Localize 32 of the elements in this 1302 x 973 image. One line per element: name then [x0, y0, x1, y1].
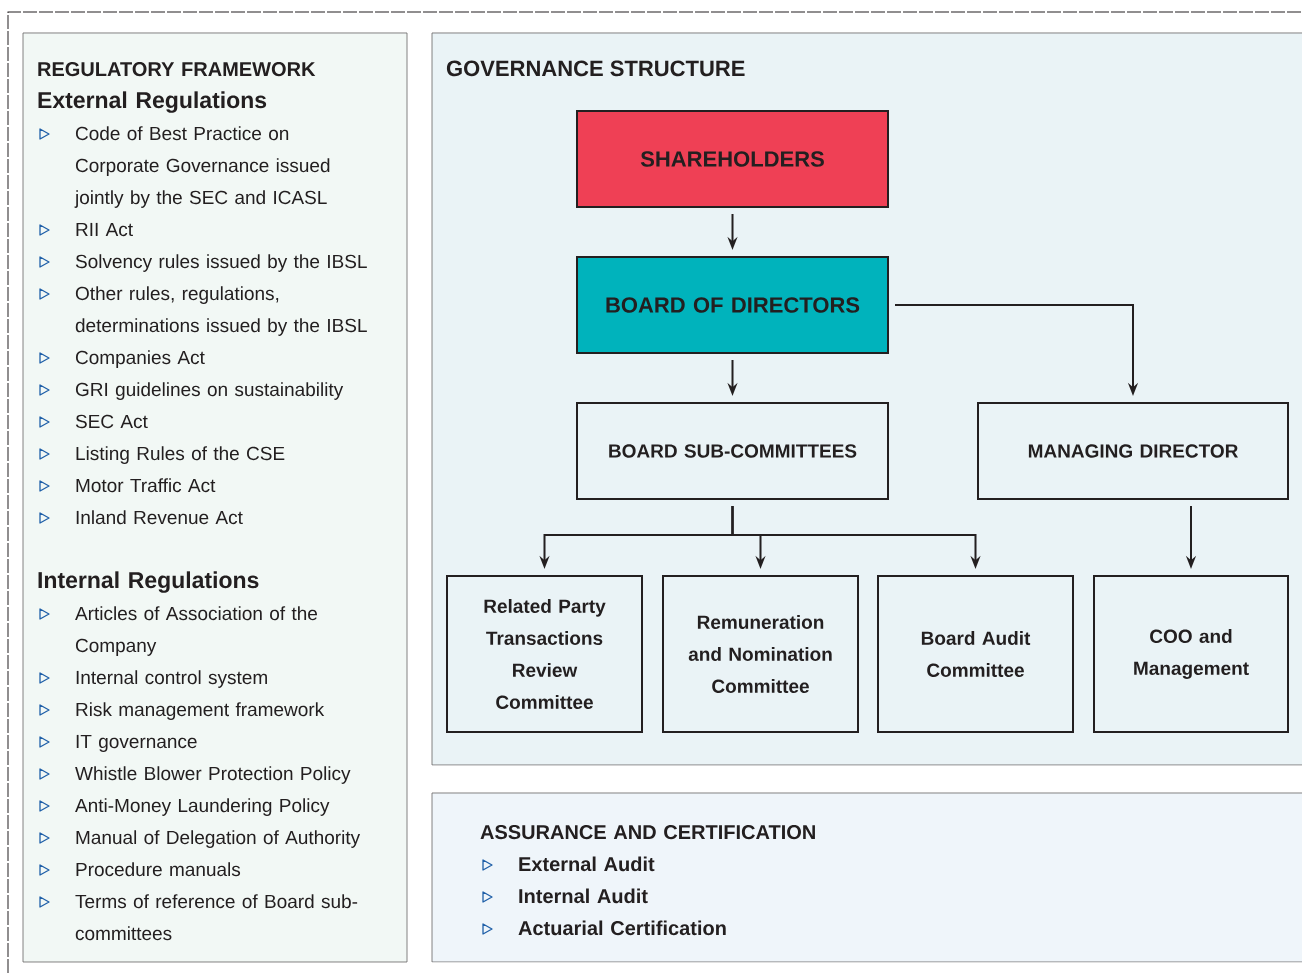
list-item: Terms of reference of Board sub-committees [75, 894, 358, 941]
org-box: SHAREHOLDERS [576, 110, 889, 208]
list-item: Anti-Money Laundering Policy [75, 798, 330, 816]
list-item: Whistle Blower Protection Policy [75, 766, 351, 784]
list-item: IT governance [76, 734, 197, 752]
list-item: Motor Traffic Act [76, 478, 216, 493]
list-item: Solvency rules issued by the IBSL [75, 254, 367, 272]
list-item: External Audit [519, 856, 655, 872]
section-heading: Internal Regulations [38, 571, 259, 593]
org-box: Remuneration and Nomination Committee [662, 575, 859, 733]
org-box: Related Party Transactions Review Committee [446, 575, 643, 733]
list-item: Inland Revenue Act [76, 510, 243, 525]
list-item: RII Act [76, 222, 133, 237]
list-item: Articles of Association of the Company [75, 606, 317, 656]
list-item: Risk management framework [76, 702, 325, 720]
list-item: Companies Act [75, 350, 205, 368]
org-box: BOARD SUB-COMMITTEES [576, 402, 889, 500]
list-item: Code of Best Practice on Corporate Governance issued jointly by the SEC and ICASL [74, 126, 330, 208]
list-item: Internal control system [76, 670, 267, 688]
list-item: Manual of Delegation of Authority [76, 830, 361, 848]
list-item: Procedure manuals [76, 862, 241, 877]
org-box: BOARD OF DIRECTORS [576, 256, 889, 354]
list-item: SEC Act [75, 414, 148, 429]
list-item: Other rules, regulations, determinations issued by the IBSL [75, 286, 367, 336]
org-box: MANAGING DIRECTOR [977, 402, 1289, 500]
section-heading: External Regulations [38, 91, 267, 113]
list-item: Internal Audit [519, 888, 648, 904]
list-item: Actuarial Certification [518, 920, 726, 936]
list-item: Listing Rules of the CSE [76, 446, 285, 464]
org-box: Board Audit Committee [877, 575, 1074, 733]
org-box: COO and Management [1093, 575, 1289, 733]
list-item: GRI guidelines on sustainability [75, 382, 344, 400]
